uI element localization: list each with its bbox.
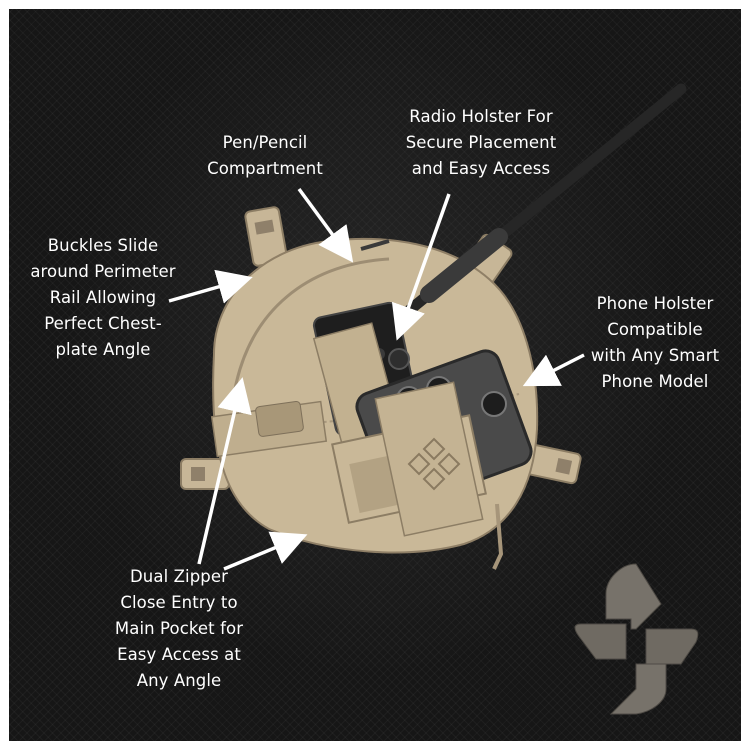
phone-holster-strap [331,381,487,537]
arrow-buckles [168,269,253,304]
chest-rig-pouch-illustration [168,83,699,715]
zipper-pull [492,503,504,570]
arrow-pen [297,187,354,263]
webbing-strap [210,400,328,458]
callout-pen-compartment: Pen/Pencil Compartment [207,133,323,178]
callout-buckles: Buckles Slide around Perimeter Rail Allo… [30,236,176,359]
product-photo: Pen/Pencil Compartment Radio Holster For… [9,9,741,741]
callout-dual-zipper: Dual Zipper Close Entry to Main Pocket f… [114,567,244,690]
buckle-top-left [244,206,288,267]
callout-radio-holster: Radio Holster For Secure Placement and E… [405,107,557,178]
arrow-phone [522,353,585,387]
zipper-line [232,257,390,395]
arrow-zipper-top [197,377,252,565]
callout-phone-holster: Phone Holster Compatible with Any Smart … [590,294,720,391]
callout-arrows [168,187,585,571]
arrow-zipper-bottom [223,531,308,571]
pen [360,239,390,251]
arrow-radio [391,193,451,341]
four-petal-cross-logo-icon [574,563,699,715]
